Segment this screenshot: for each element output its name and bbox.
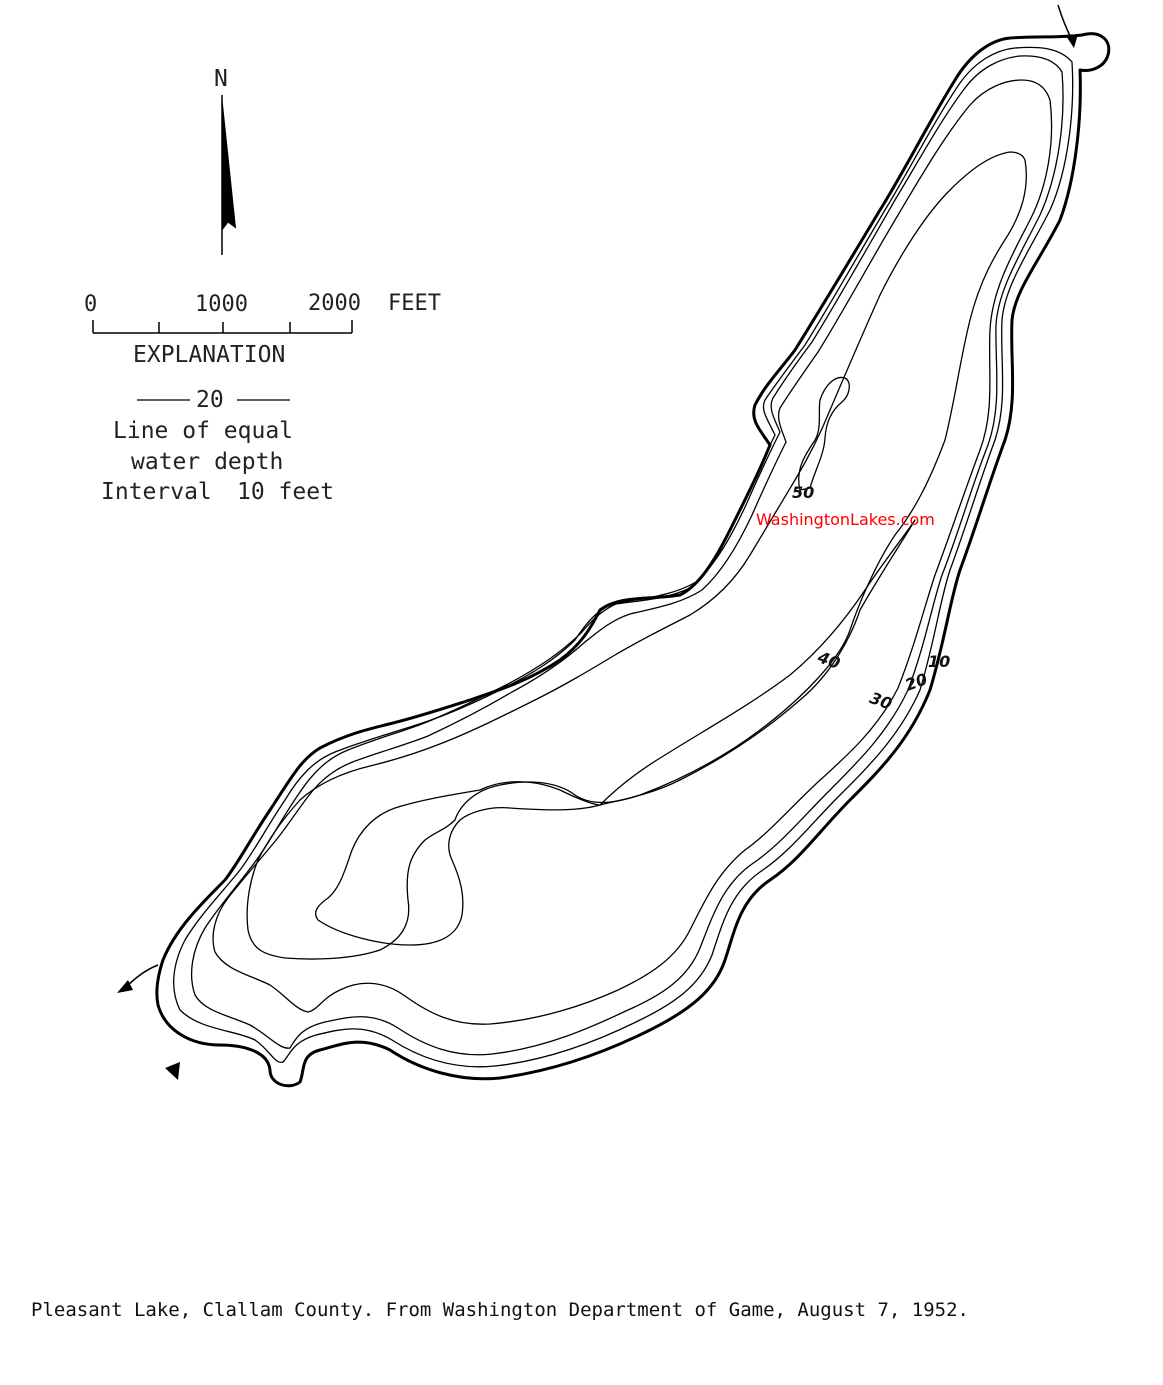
scale-tick-2000: 2000 (308, 291, 361, 316)
explanation-title: EXPLANATION (133, 342, 285, 368)
depth-label-40: 40 (814, 647, 842, 673)
north-label: N (214, 66, 228, 92)
inlet-arrow-icon (1057, 4, 1078, 48)
contour-20ft (190, 55, 1064, 1056)
depth-label-30: 30 (867, 688, 894, 713)
outlet-arrow-icon (117, 964, 159, 993)
map-caption: Pleasant Lake, Clallam County. From Wash… (31, 1299, 969, 1321)
contour-30ft (212, 79, 1053, 1025)
watermark: WashingtonLakes.com (756, 510, 935, 529)
legend-line-3a: Interval (101, 479, 212, 505)
contour-10ft (173, 46, 1074, 1068)
contour-50ft (798, 376, 850, 491)
scale-tick-0: 0 (84, 292, 97, 317)
north-arrow-icon (221, 95, 237, 255)
depth-label-10: 10 (928, 652, 950, 671)
legend-sample-contour: 20 (196, 387, 224, 413)
scale-tick-1000: 1000 (195, 292, 248, 317)
shoreline (155, 32, 1111, 1088)
contour-inner-basin (314, 519, 916, 946)
depth-label-20: 20 (903, 669, 930, 694)
depth-label-50: 50 (792, 483, 814, 502)
legend-line-1: Line of equal (113, 418, 293, 444)
legend-line-3b: 10 feet (237, 479, 334, 505)
scale-unit: FEET (388, 291, 441, 316)
marker-triangle-icon (165, 1062, 180, 1080)
legend-line-2: water depth (131, 449, 283, 475)
contour-40ft (246, 151, 1027, 960)
scale-bar (92, 320, 353, 334)
